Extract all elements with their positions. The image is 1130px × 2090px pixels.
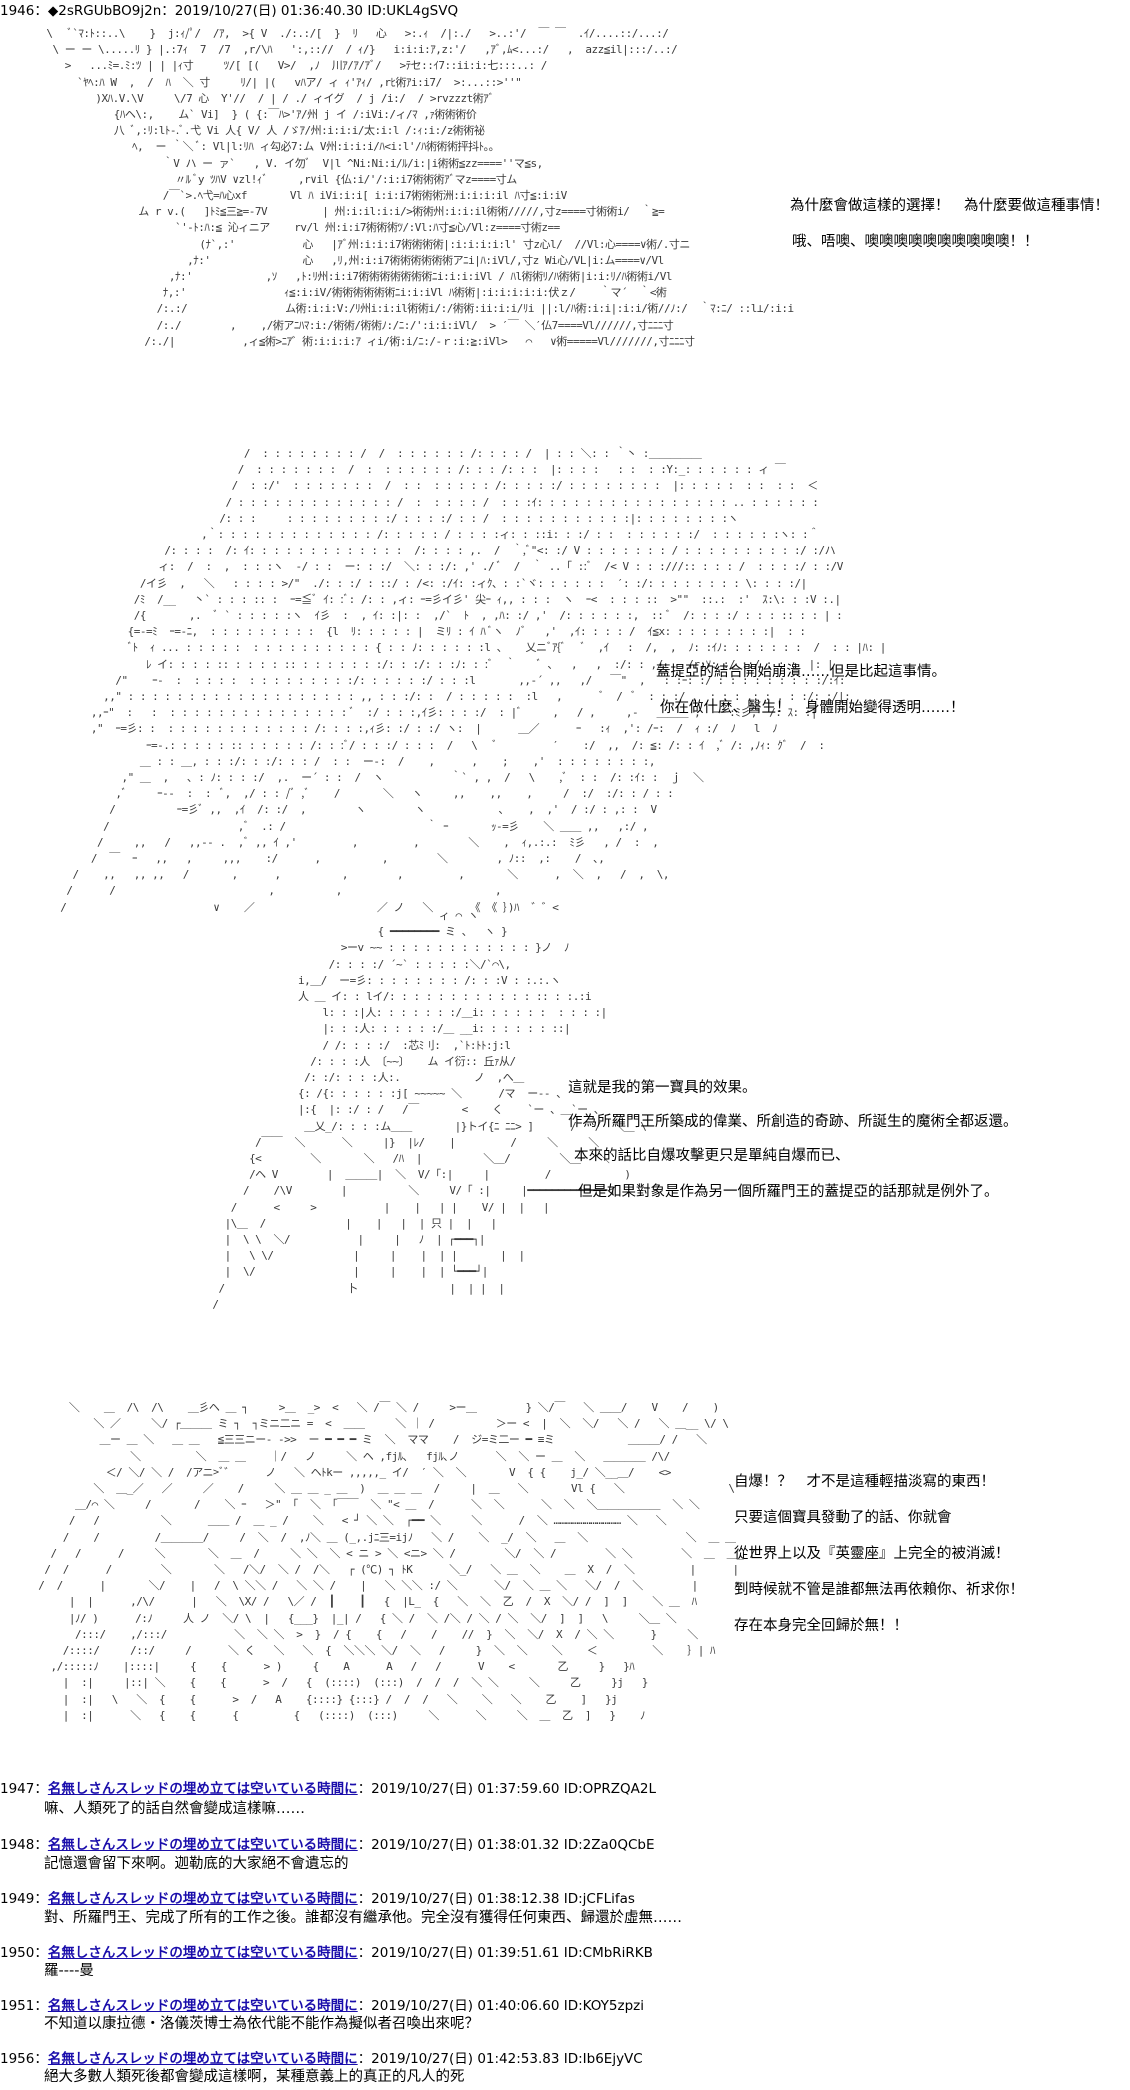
dialog-line: 只要這個寶具發動了的話、你就會 bbox=[734, 1510, 952, 1526]
post-body: 對、所羅門王、完成了所有的工作之後。誰都沒有繼承他。完全沒有獲得任何東西、歸還於… bbox=[44, 1910, 682, 1926]
post-body: 不知道以康拉德・洛儀茨博士為依代能不能作為擬似者召喚出來呢？ bbox=[44, 2016, 479, 2032]
post-date: ：2019/10/27(日) 01:42:53.83 bbox=[357, 2051, 564, 2067]
poster-id: ID:OPRZQA2L bbox=[563, 1781, 657, 1797]
ascii-art-scene-3: ィ ⌒ ヽ { ━━━━━━━━ ミ 、 ヽ } >ーv ~~ : : : : … bbox=[212, 909, 647, 1311]
poster-name-link[interactable]: 名無しさんスレッドの埋め立ては空いている時間に bbox=[47, 1781, 358, 1797]
post-number: 1948： bbox=[0, 1837, 48, 1853]
dialog-line: 哦、唔噢、噢噢噢噢噢噢噢噢噢噢！！ bbox=[792, 234, 1039, 250]
poster-name-link[interactable]: 名無しさんスレッドの埋め立ては空いている時間に bbox=[47, 1837, 358, 1853]
dialog-line: 蓋提亞的結合開始崩潰……但是比起這事情。 bbox=[656, 664, 946, 680]
dialog-line: 自爆！？ 才不是這種輕描淡寫的東西！ bbox=[734, 1474, 995, 1490]
post-body: 羅----曼 bbox=[44, 1963, 94, 1979]
first-post-header: 1946：◆2sRGUbBO9j2n：2019/10/27(日) 01:36:4… bbox=[0, 3, 459, 19]
dialog-line: 為什麼會做這樣的選擇！ 為什麼要做這種事情！ bbox=[790, 198, 1109, 214]
post-number: 1951： bbox=[0, 1998, 48, 2014]
poster-name-link[interactable]: 名無しさんスレッドの埋め立ては空いている時間に bbox=[47, 1998, 358, 2014]
poster-name-link[interactable]: 名無しさんスレッドの埋め立ては空いている時間に bbox=[47, 2051, 358, 2067]
poster-id: ID:KOY5zpzi bbox=[563, 1998, 644, 2014]
post-number: 1950： bbox=[0, 1945, 48, 1961]
poster-name-link[interactable]: 名無しさんスレッドの埋め立ては空いている時間に bbox=[47, 1945, 358, 1961]
post-date: ：2019/10/27(日) 01:40:06.60 bbox=[357, 1998, 564, 2014]
post-number: 1949： bbox=[0, 1891, 48, 1907]
dialog-line: 你在做什麼、醫生！ 身體開始變得透明……！ bbox=[660, 700, 965, 716]
dialog-line: 這就是我的第一寶具的效果。 bbox=[568, 1080, 757, 1096]
ascii-art-scene-1: \ ﾞ`ﾏ:ﾄ::..\ } j:ｨ/ﾟ/ /ｱ, >{ V ./:.:/[ }… bbox=[46, 27, 794, 348]
post-date: ：2019/10/27(日) 01:37:59.60 bbox=[357, 1781, 564, 1797]
post-date: ：2019/10/27(日) 01:38:01.32 bbox=[357, 1837, 564, 1853]
post-date: ：2019/10/27(日) 01:39:51.61 bbox=[357, 1945, 564, 1961]
poster-id: ID:Ib6EjyVC bbox=[563, 2051, 643, 2067]
dialog-line: 作為所羅門王所築成的偉業、所創造的奇跡、所誕生的魔術全都返還。 bbox=[568, 1114, 1018, 1130]
post-date: ：2019/10/27(日) 01:38:12.38 bbox=[357, 1891, 564, 1907]
dialog-line: 到時候就不管是誰都無法再依賴你、祈求你！ bbox=[734, 1582, 1024, 1598]
poster-name-link[interactable]: 名無しさんスレッドの埋め立ては空いている時間に bbox=[47, 1891, 358, 1907]
ascii-art-scene-2: / : : : : : : : : / / : : : : : : /: : :… bbox=[60, 447, 886, 914]
poster-id: ID:2Za0QCbE bbox=[563, 1837, 655, 1853]
post-body: 絕大多數人類死後都會變成這樣啊，某種意義上的真正的凡人的死 bbox=[44, 2069, 465, 2085]
dialog-line: 存在本身完全回歸於無！！ bbox=[734, 1618, 908, 1634]
post-number: 1956： bbox=[0, 2051, 48, 2067]
dialog-line: 從世界上以及『英靈座』上完全的被消滅！ bbox=[734, 1546, 1010, 1562]
dialog-line: 但是如果對象是作為另一個所羅門王的蓋提亞的話那就是例外了。 bbox=[578, 1184, 999, 1200]
post-number: 1947： bbox=[0, 1781, 48, 1797]
dialog-line: 本來的話比自爆攻擊更只是單純自爆而已、 bbox=[574, 1148, 850, 1164]
post-body: 嘛、人類死了的話自然會變成這樣嘛…… bbox=[44, 1801, 305, 1817]
ascii-art-scene-4: ＼ ＿ /\ /\ ＿彡ヘ ＿ ┐ >＿ _> < ＼ /￣ ＼ / >ー＿ }… bbox=[38, 1401, 756, 1722]
post-body: 記憶還會留下來啊。迦勒底的大家絕不會遺忘的 bbox=[44, 1856, 349, 1872]
poster-id: ID:jCFLifas bbox=[563, 1891, 635, 1907]
poster-id: ID:CMbRiRKB bbox=[563, 1945, 653, 1961]
